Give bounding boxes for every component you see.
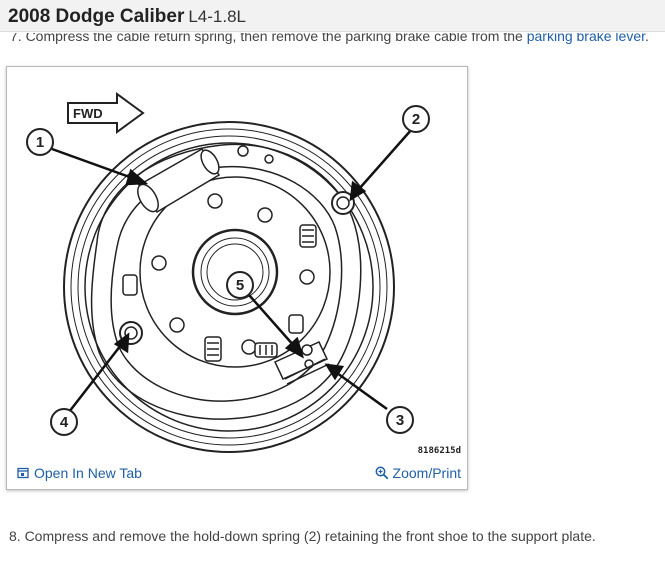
magnifier-icon (375, 466, 388, 480)
springs (122, 224, 317, 362)
zoom-print-label: Zoom/Print (392, 465, 461, 481)
cable-assembly (273, 341, 330, 385)
step-7-body: 7. Compress the cable return spring, the… (10, 28, 527, 44)
step-7-end: . (645, 28, 649, 44)
svg-text:1: 1 (36, 134, 44, 151)
step-7-text: 7. Compress the cable return spring, the… (10, 28, 649, 46)
figure-id: 8186215d (417, 446, 461, 456)
hub (139, 176, 331, 368)
callout-4: 4 (50, 408, 78, 436)
svg-text:4: 4 (60, 414, 69, 431)
svg-text:5: 5 (236, 277, 244, 294)
callout-1: 1 (26, 128, 54, 156)
engine-subtitle: L4-1.8L (188, 7, 247, 26)
fwd-arrow: FWD (67, 92, 145, 134)
open-in-new-tab-link[interactable]: Open In New Tab (17, 465, 142, 481)
leader-lines (51, 128, 413, 413)
lug-studs (151, 193, 315, 355)
svg-text:3: 3 (396, 412, 404, 429)
wheel-cylinder (137, 145, 274, 214)
step-8-text: 8. Compress and remove the hold-down spr… (9, 528, 596, 544)
callouts: 1 2 3 4 5 (26, 105, 430, 436)
svg-text:2: 2 (412, 111, 420, 128)
hold-down-clips (119, 191, 355, 345)
callout-2: 2 (402, 105, 430, 133)
figure-container: FWD 1 2 3 (6, 66, 468, 490)
vehicle-title: 2008 Dodge Caliber (8, 6, 185, 27)
drum-rings (63, 121, 395, 453)
brake-diagram: FWD 1 2 3 (26, 92, 430, 453)
zoom-print-link[interactable]: Zoom/Print (375, 465, 461, 481)
callout-5: 5 (226, 271, 254, 299)
open-tab-icon (17, 467, 29, 479)
callout-3: 3 (386, 406, 414, 434)
open-tab-label: Open In New Tab (34, 465, 142, 481)
parking-brake-lever-link[interactable]: parking brake lever (526, 28, 646, 44)
fwd-label: FWD (73, 106, 103, 121)
